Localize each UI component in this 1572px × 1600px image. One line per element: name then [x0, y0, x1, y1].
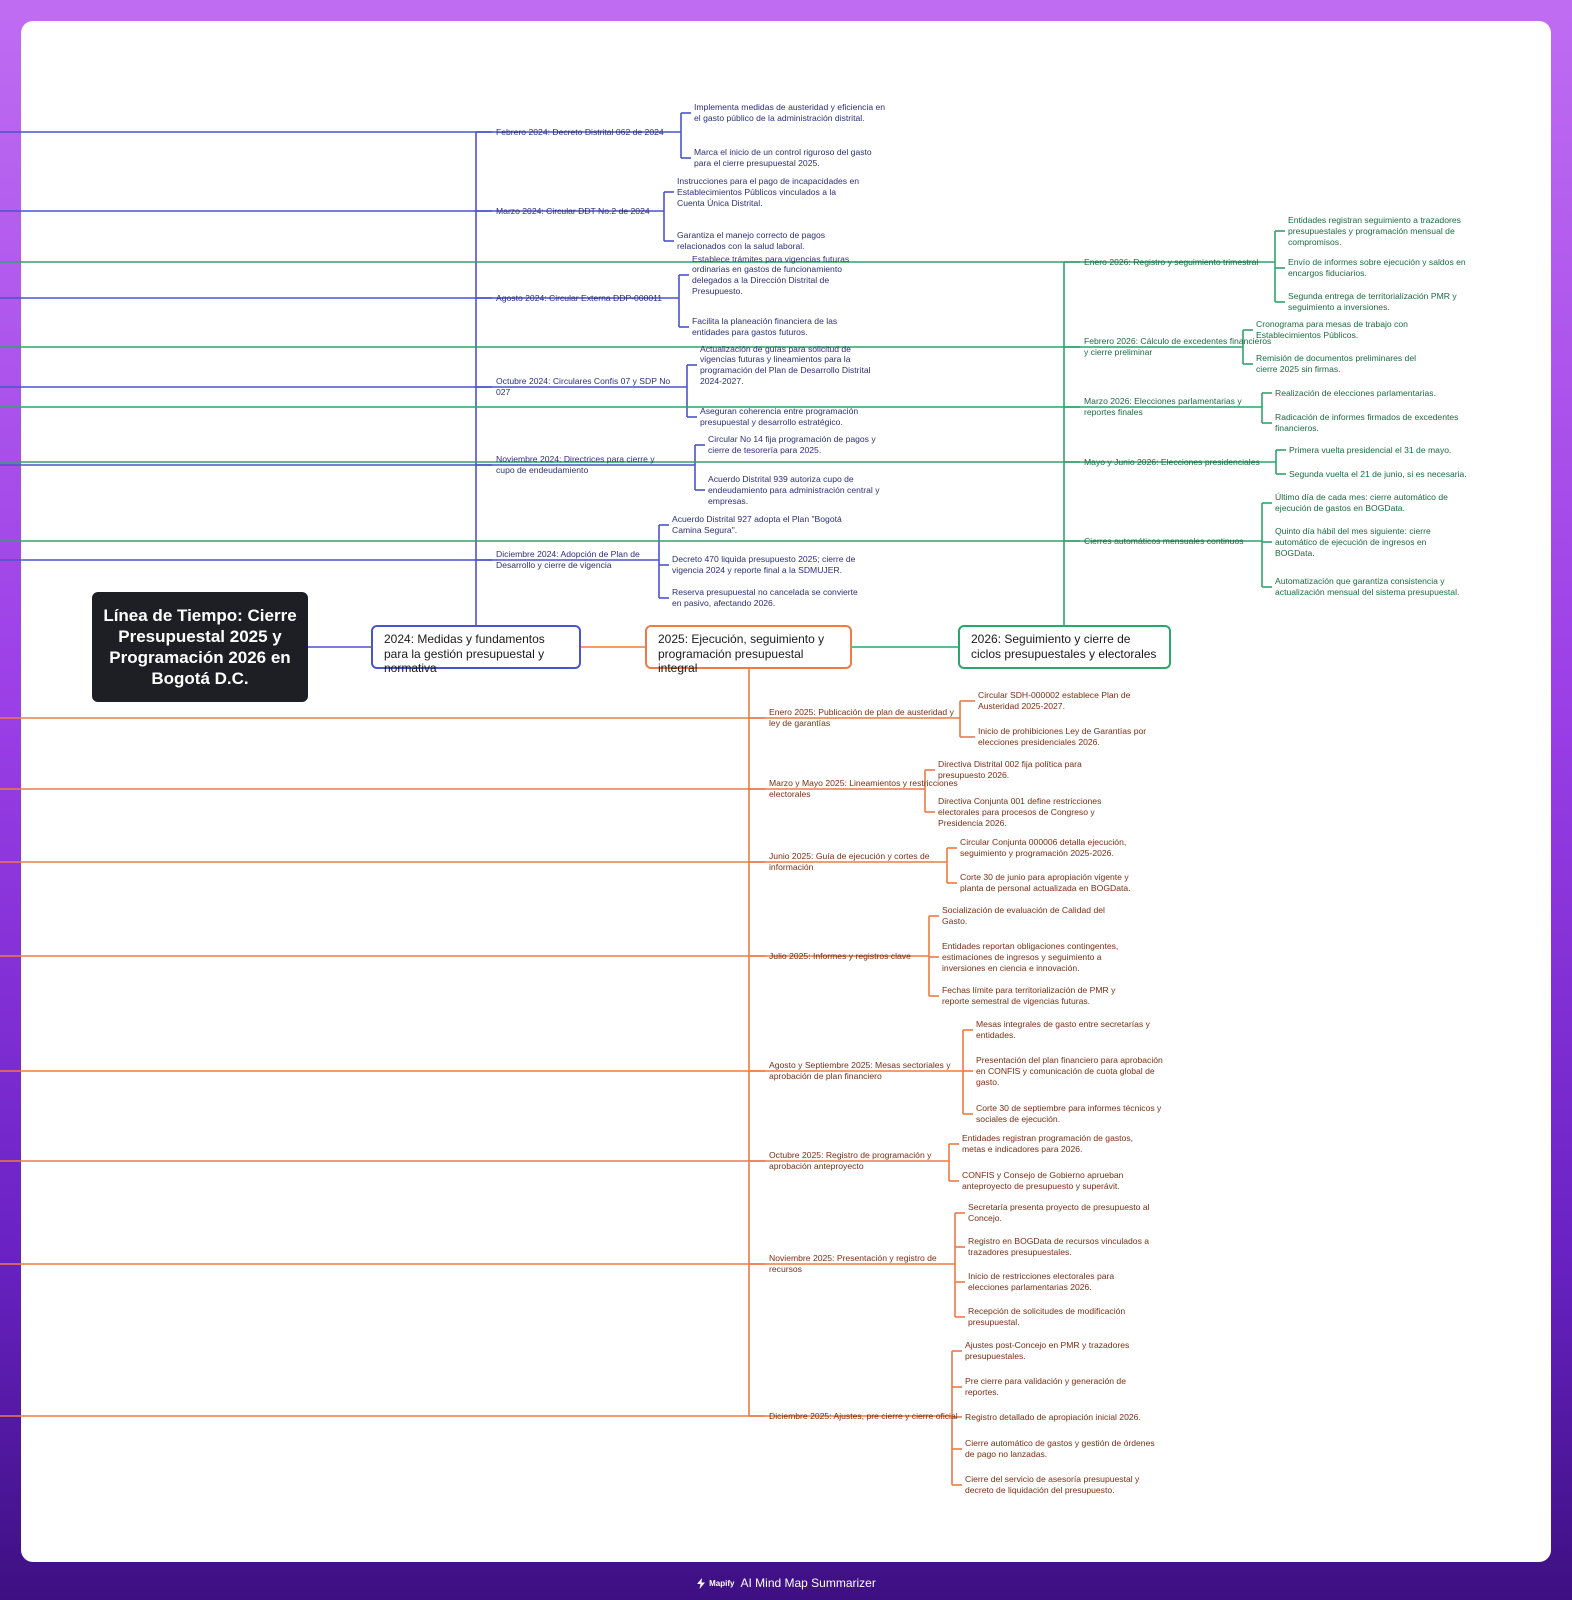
- b25-item-3-detail-0[interactable]: Socialización de evaluación de Calidad d…: [942, 905, 1105, 926]
- b25-item-7-detail-0[interactable]: Ajustes post-Concejo en PMR y trazadores…: [965, 1340, 1130, 1361]
- mapify-bolt-icon: [697, 1577, 706, 1589]
- b24-item-4-detail-0[interactable]: Circular No 14 fija programación de pago…: [708, 434, 876, 455]
- b25-item-7-detail-2[interactable]: Registro detallado de apropiación inicia…: [965, 1411, 1141, 1422]
- b25-item-4[interactable]: Agosto y Septiembre 2025: Mesas sectoria…: [769, 1060, 951, 1081]
- b24-item-3[interactable]: Octubre 2024: Circulares Confis 07 y SDP…: [496, 376, 671, 397]
- b26-item-0-detail-2[interactable]: Segunda entrega de territorialización PM…: [1288, 291, 1457, 312]
- b25-item-3[interactable]: Julio 2025: Informes y registros clave: [769, 950, 911, 961]
- b24-item-5-detail-0[interactable]: Acuerdo Distrital 927 adopta el Plan "Bo…: [672, 514, 842, 535]
- b24-item-1-detail-1[interactable]: Garantiza el manejo correcto de pagos re…: [677, 230, 826, 251]
- branch-2025[interactable]: 2025: Ejecución, seguimiento y programac…: [645, 625, 852, 675]
- b24-item-0[interactable]: Febrero 2024: Decreto Distrital 062 de 2…: [496, 126, 664, 137]
- b26-item-4-detail-0[interactable]: Último día de cada mes: cierre automátic…: [1275, 492, 1448, 513]
- b26-item-1-detail-1[interactable]: Remisión de documentos preliminares del …: [1256, 353, 1417, 374]
- footer-text[interactable]: AI Mind Map Summarizer: [740, 1576, 876, 1590]
- b25-item-6[interactable]: Noviembre 2025: Presentación y registro …: [769, 1253, 937, 1274]
- b25-item-1-detail-1[interactable]: Directiva Conjunta 001 define restriccio…: [938, 796, 1102, 828]
- b25-item-2[interactable]: Junio 2025: Guía de ejecución y cortes d…: [769, 851, 930, 872]
- b26-item-0[interactable]: Enero 2026: Registro y seguimiento trime…: [1084, 256, 1259, 267]
- mapify-brand: Mapify: [709, 1578, 735, 1588]
- b25-item-5-detail-0[interactable]: Entidades registran programación de gast…: [962, 1133, 1134, 1154]
- b24-item-2-detail-1[interactable]: Facilita la planeación financiera de las…: [692, 316, 838, 337]
- b25-item-6-detail-2[interactable]: Inicio de restricciones electorales para…: [968, 1271, 1115, 1292]
- b26-item-1-detail-0[interactable]: Cronograma para mesas de trabajo con Est…: [1256, 319, 1408, 340]
- root-title: Línea de Tiempo: Cierre Presupuestal 202…: [103, 606, 297, 688]
- b25-item-6-detail-3[interactable]: Recepción de solicitudes de modificación…: [968, 1306, 1126, 1327]
- footer: Mapify AI Mind Map Summarizer: [0, 1572, 1572, 1594]
- b24-item-3-detail-0[interactable]: Actualización de guías para solicitud de…: [700, 343, 871, 386]
- b25-item-5-detail-1[interactable]: CONFIS y Consejo de Gobierno aprueban an…: [962, 1170, 1124, 1191]
- b25-item-6-detail-1[interactable]: Registro en BOGData de recursos vinculad…: [968, 1236, 1150, 1257]
- b24-item-2[interactable]: Agosto 2024: Circular Externa DDP-000011: [496, 292, 663, 303]
- b26-item-2[interactable]: Marzo 2026: Elecciones parlamentarias y …: [1084, 396, 1242, 417]
- root-node[interactable]: Línea de Tiempo: Cierre Presupuestal 202…: [92, 592, 308, 702]
- b26-item-4[interactable]: Cierres automáticos mensuales continuos: [1084, 535, 1244, 546]
- b25-item-1[interactable]: Marzo y Mayo 2025: Lineamientos y restri…: [769, 778, 958, 799]
- b25-item-7-detail-3[interactable]: Cierre automático de gastos y gestión de…: [965, 1438, 1155, 1459]
- b26-item-4-detail-1[interactable]: Quinto día hábil del mes siguiente: cier…: [1275, 526, 1431, 558]
- b24-item-0-detail-1[interactable]: Marca el inicio de un control riguroso d…: [694, 147, 872, 168]
- b25-item-2-detail-1[interactable]: Corte 30 de junio para apropiación vigen…: [960, 872, 1131, 893]
- b25-item-0-detail-1[interactable]: Inicio de prohibiciones Ley de Garantías…: [978, 726, 1147, 747]
- branch-2026-label: 2026: Seguimiento y cierre de ciclos pre…: [971, 632, 1157, 661]
- b25-item-5[interactable]: Octubre 2025: Registro de programación y…: [769, 1150, 932, 1171]
- b25-item-2-detail-0[interactable]: Circular Conjunta 000006 detalla ejecuci…: [960, 837, 1127, 858]
- b25-item-6-detail-0[interactable]: Secretaría presenta proyecto de presupue…: [968, 1202, 1150, 1223]
- b25-item-4-detail-2[interactable]: Corte 30 de septiembre para informes téc…: [976, 1103, 1162, 1124]
- b24-item-5-detail-2[interactable]: Reserva presupuestal no cancelada se con…: [672, 587, 858, 608]
- b24-item-5-detail-1[interactable]: Decreto 470 liquida presupuesto 2025; ci…: [672, 554, 856, 575]
- b24-item-5[interactable]: Diciembre 2024: Adopción de Plan de Desa…: [496, 549, 640, 570]
- b24-item-2-detail-0[interactable]: Establece trámites para vigencias futura…: [692, 253, 850, 296]
- b24-item-1-detail-0[interactable]: Instrucciones para el pago de incapacida…: [677, 176, 860, 208]
- b25-item-7[interactable]: Diciembre 2025: Ajustes, pre cierre y ci…: [769, 1410, 958, 1421]
- b25-item-3-detail-1[interactable]: Entidades reportan obligaciones continge…: [942, 941, 1119, 973]
- b25-item-4-detail-0[interactable]: Mesas integrales de gasto entre secretar…: [976, 1019, 1150, 1040]
- branch-2025-label: 2025: Ejecución, seguimiento y programac…: [658, 632, 825, 675]
- b26-item-3-detail-1[interactable]: Segunda vuelta el 21 de junio, si es nec…: [1289, 468, 1467, 479]
- b26-item-0-detail-0[interactable]: Entidades registran seguimiento a trazad…: [1288, 215, 1461, 247]
- b24-item-4-detail-1[interactable]: Acuerdo Distrital 939 autoriza cupo de e…: [708, 474, 880, 506]
- b26-item-1[interactable]: Febrero 2026: Cálculo de excedentes fina…: [1084, 336, 1272, 357]
- b24-item-3-detail-1[interactable]: Aseguran coherencia entre programación p…: [700, 406, 859, 427]
- mapify-logo: Mapify: [696, 1577, 735, 1589]
- branch-2024[interactable]: 2024: Medidas y fundamentos para la gest…: [371, 625, 581, 675]
- b24-item-0-detail-0[interactable]: Implementa medidas de austeridad y efici…: [694, 102, 886, 123]
- b25-item-0-detail-0[interactable]: Circular SDH-000002 establece Plan de Au…: [978, 690, 1131, 711]
- b26-item-3[interactable]: Mayo y Junio 2026: Elecciones presidenci…: [1084, 456, 1260, 467]
- b24-item-4[interactable]: Noviembre 2024: Directrices para cierre …: [496, 454, 655, 475]
- b25-item-1-detail-0[interactable]: Directiva Distrital 002 fija política pa…: [938, 759, 1082, 780]
- b26-item-0-detail-1[interactable]: Envío de informes sobre ejecución y sald…: [1288, 257, 1466, 278]
- b25-item-0[interactable]: Enero 2025: Publicación de plan de auste…: [769, 707, 954, 728]
- canvas-card: [21, 21, 1551, 1562]
- b26-item-2-detail-1[interactable]: Radicación de informes firmados de exced…: [1275, 412, 1459, 433]
- branch-2026[interactable]: 2026: Seguimiento y cierre de ciclos pre…: [958, 625, 1171, 669]
- b25-item-4-detail-1[interactable]: Presentación del plan financiero para ap…: [976, 1055, 1163, 1087]
- b24-item-1[interactable]: Marzo 2024: Circular DDT No.2 de 2024: [496, 205, 650, 216]
- b26-item-4-detail-2[interactable]: Automatización que garantiza consistenci…: [1275, 576, 1460, 597]
- b26-item-3-detail-0[interactable]: Primera vuelta presidencial el 31 de may…: [1289, 444, 1452, 455]
- b25-item-3-detail-2[interactable]: Fechas límite para territorialización de…: [942, 985, 1116, 1006]
- b25-item-7-detail-4[interactable]: Cierre del servicio de asesoría presupue…: [965, 1474, 1140, 1495]
- b26-item-2-detail-0[interactable]: Realización de elecciones parlamentarias…: [1275, 387, 1436, 398]
- branch-2024-label: 2024: Medidas y fundamentos para la gest…: [384, 632, 545, 675]
- b25-item-7-detail-1[interactable]: Pre cierre para validación y generación …: [965, 1376, 1126, 1397]
